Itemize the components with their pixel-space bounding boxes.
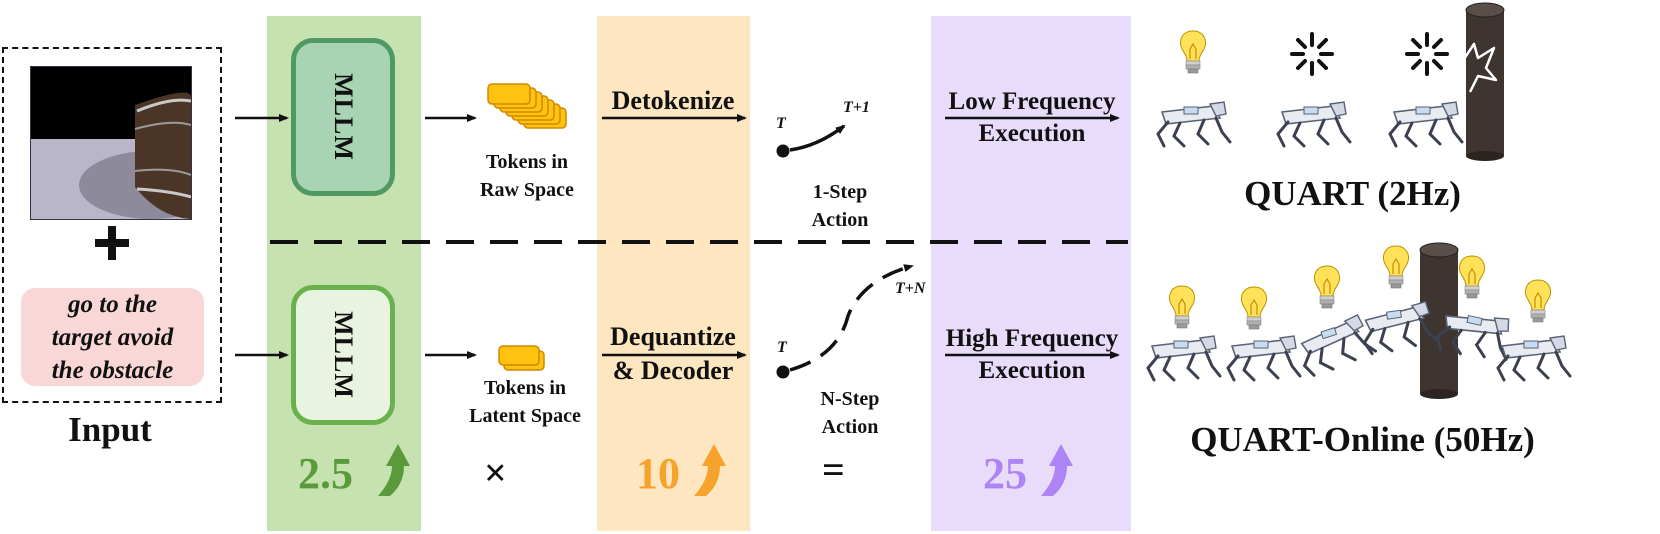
raw-token-stack-icon [487,83,567,129]
times-symbol: × [484,450,507,495]
lightbulb-icon [1524,279,1552,323]
instruction-box: go to the target avoid the obstacle [21,288,204,386]
mllm-box-top: MLLM [291,38,395,196]
speedup-arrow-orange [694,444,726,496]
collision-icon [1460,42,1498,93]
t-next-label-bottom: T+N [895,280,926,297]
input-panel [2,47,222,403]
one-step-trajectory [789,124,846,152]
lightbulb-icon [1168,285,1196,329]
robot-dog-icon [1496,334,1572,382]
mllm-box-bottom: MLLM [291,285,395,425]
high-frequency-label: High Frequency Execution [945,325,1119,384]
robot-dog-icon [1146,334,1222,382]
instruction-text: go to the target avoid the obstacle [51,290,174,384]
decoder-label: & Decoder [612,356,734,385]
loading-spinner-icon [1405,32,1449,76]
camera-image [30,66,192,220]
input-label: Input [68,410,152,449]
decode-band [597,16,750,531]
latent-tokens-label: Tokens in Latent Space [469,377,581,427]
total-speedup-value: 25 [983,449,1027,498]
detokenize-label: Detokenize [611,86,735,115]
robot-dog-icon [1156,100,1232,148]
robot-dog-icon [1276,100,1352,148]
plus-icon [95,226,129,260]
t-label-top: T [776,115,786,132]
robot-dog-icon [1226,334,1302,382]
quart-scene [1156,2,1505,161]
latent-token-stack-icon [498,345,545,371]
pillar-obstacle-icon [1465,2,1505,161]
loading-spinner-icon [1290,32,1334,76]
decode-speedup-value: 10 [636,449,680,498]
t-next-label-top: T+1 [843,99,870,116]
low-frequency-label: Low Frequency Execution [948,88,1116,147]
lightbulb-icon [1240,286,1268,330]
action-start-dot-top [776,144,790,158]
quart-online-label: QUART-Online (50Hz) [1190,420,1535,459]
equals-symbol: = [822,447,845,492]
action-start-dot-bottom [776,365,790,379]
lightbulb-icon [1313,265,1341,309]
one-step-action-label: 1-Step Action [811,181,869,231]
mllm-speedup-value: 2.5 [298,449,353,498]
quart-online-scene [1146,242,1572,399]
speedup-arrow-purple [1041,444,1073,496]
lightbulb-icon [1382,245,1410,289]
t-label-bottom: T [777,339,787,356]
lightbulb-icon [1179,30,1207,74]
raw-tokens-label: Tokens in Raw Space [480,151,574,201]
quart-label: QUART (2Hz) [1244,174,1461,213]
n-step-trajectory [789,264,914,372]
n-step-action-label: N-Step Action [820,388,880,438]
execution-band [931,16,1131,531]
speedup-arrow-green [378,444,410,496]
robot-dog-icon [1388,100,1464,148]
lightbulb-icon [1458,255,1486,299]
dequantize-label: Dequantize [610,322,736,351]
